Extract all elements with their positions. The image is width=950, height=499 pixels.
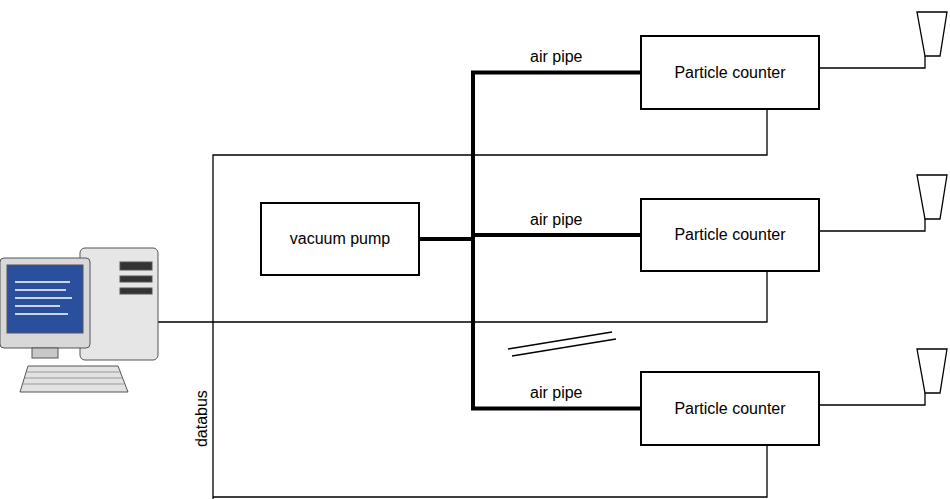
- box-label: vacuum pump: [290, 229, 391, 248]
- break-marks: [508, 332, 616, 356]
- bus-label: databus: [192, 388, 211, 449]
- box-label: Particle counter: [674, 225, 785, 244]
- box-label: Particle counter: [674, 63, 785, 82]
- box-label: Particle counter: [674, 399, 785, 418]
- air-pipe: [420, 73, 640, 240]
- pipe-label: air pipe: [528, 210, 584, 229]
- counter-box: Particle counter: [640, 35, 820, 110]
- pump-box: vacuum pump: [260, 202, 420, 276]
- counter-box: Particle counter: [640, 198, 820, 272]
- air-pipe: [420, 239, 640, 409]
- pipe-label: air pipe: [528, 47, 584, 66]
- counter-box: Particle counter: [640, 371, 820, 446]
- pipe-label: air pipe: [528, 383, 584, 402]
- computer-icon: [0, 248, 158, 392]
- sensor-funnels: [820, 12, 947, 405]
